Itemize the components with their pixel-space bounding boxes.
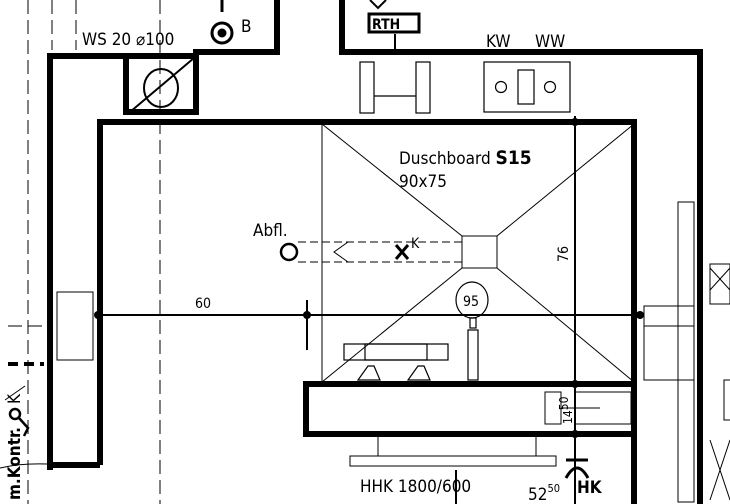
title-label: Duschboard S15 <box>399 147 532 169</box>
kontr-label: m.Kontr. <box>5 427 25 500</box>
s15-label: S15 <box>496 147 532 169</box>
radiator-fixture <box>359 61 571 114</box>
drain-outlet-icon <box>279 242 299 262</box>
hk-valve-icon <box>564 458 590 479</box>
cross-marker-icon <box>394 244 410 260</box>
wall-niche <box>56 291 94 361</box>
dim-76-label: 76 <box>556 246 572 262</box>
dashed-axis-lines <box>8 0 161 504</box>
hk-label: HK <box>577 478 603 498</box>
ww-label: WW <box>535 32 565 52</box>
flow-arrow-icon <box>333 241 349 263</box>
dim-95-label: 95 <box>463 294 479 310</box>
shower-mixer <box>343 281 489 381</box>
b-connection-icon <box>210 0 234 45</box>
control-valve-icon <box>0 362 49 469</box>
fixture-box <box>349 391 632 504</box>
right-wall-elements <box>643 201 730 503</box>
dim-52-label: 5250 <box>528 482 560 504</box>
hhk-label: HHK 1800/600 <box>360 477 471 497</box>
drain-pipe <box>298 241 462 263</box>
rth-label: RTH <box>372 17 400 33</box>
shower-board <box>321 123 635 383</box>
dim-14-label: 1450 <box>557 396 575 424</box>
ws-label: WS 20 ⌀100 <box>82 30 174 50</box>
k-drain-label: K <box>411 236 420 252</box>
dimension-lines <box>96 116 644 504</box>
size-label: 90x75 <box>399 172 447 192</box>
b-label: B <box>241 17 252 37</box>
dim-60-label: 60 <box>195 296 211 312</box>
vent-shaft-icon <box>129 57 195 113</box>
abfl-label: Abfl. <box>253 221 288 241</box>
k-left-label: K <box>5 393 25 404</box>
dimension-dots <box>94 118 644 438</box>
kw-label: KW <box>486 32 511 52</box>
rth-thermostat: RTH <box>367 0 421 52</box>
duschboard-label: Duschboard <box>399 149 491 169</box>
